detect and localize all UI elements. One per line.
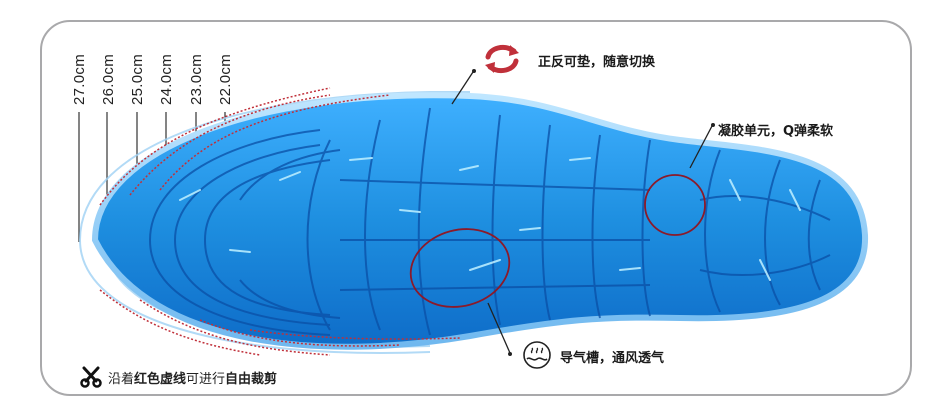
scissors-icon xyxy=(80,366,102,388)
airflow-icon xyxy=(523,341,551,369)
size-label-26: 26.0cm xyxy=(100,54,117,105)
gel-cells xyxy=(149,107,831,336)
callout-reversible: 正反可垫，随意切换 xyxy=(538,55,656,70)
size-label-24: 24.0cm xyxy=(158,54,175,105)
size-label-27: 27.0cm xyxy=(71,54,88,105)
air-groove-highlight xyxy=(409,228,511,308)
note-part-3: 可进行 xyxy=(186,371,226,387)
callout-air-grooves: 导气槽，通风透气 xyxy=(560,351,665,366)
gel-unit-highlight xyxy=(644,174,706,236)
insole-body xyxy=(91,92,869,350)
leader-lines xyxy=(451,71,713,354)
cut-lines xyxy=(99,87,461,356)
cut-instruction: 沿着红色虚线可进行自由裁剪 xyxy=(80,366,277,388)
note-part-1: 沿着 xyxy=(108,371,135,387)
size-label-22: 22.0cm xyxy=(217,54,234,105)
swap-arrows-icon xyxy=(485,44,519,74)
note-part-2: 红色虚线 xyxy=(134,371,187,387)
size-label-23: 23.0cm xyxy=(188,54,205,105)
note-part-4: 自由裁剪 xyxy=(225,371,278,387)
callout-gel-units: 凝胶单元，Q弹柔软 xyxy=(718,124,834,139)
cut-instruction-text: 沿着红色虚线可进行自由裁剪 xyxy=(108,368,277,387)
size-label-25: 25.0cm xyxy=(129,54,146,105)
gel-highlights xyxy=(179,157,801,281)
rounded-frame xyxy=(40,20,912,396)
